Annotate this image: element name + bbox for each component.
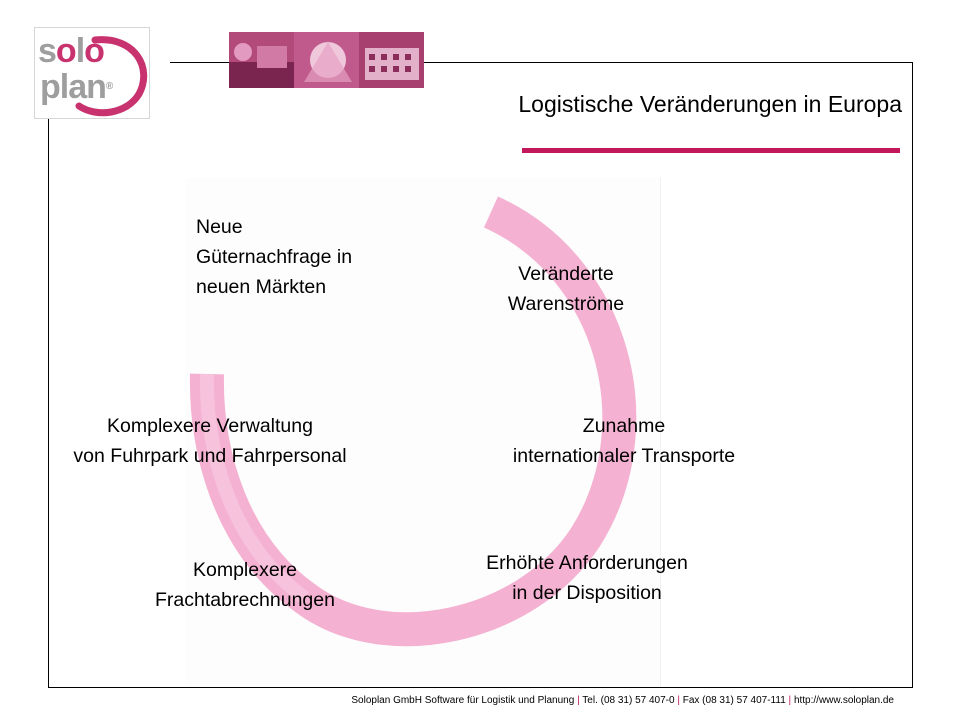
footer-contact: Soloplan GmbH Software für Logistik und …: [351, 695, 894, 706]
title-underline: [522, 148, 900, 153]
logo-swoosh-icon: [75, 36, 148, 117]
slide-title: Logistische Veränderungen in Europa: [518, 91, 902, 117]
item-veraenderte-warenstroeme: Veränderte Warenströme: [507, 263, 625, 315]
logo-word-solo: solo: [38, 32, 105, 70]
item-neue-gueternachfrage: Neue Güternachfrage in neuen Märkten: [196, 216, 353, 298]
slide-frame: [48, 62, 913, 688]
header-photo-abstract: [294, 32, 359, 88]
footer-url-link[interactable]: http://www.soloplan.de: [793, 695, 894, 706]
header-photo-building: [359, 32, 424, 88]
diagram-panel: [185, 178, 661, 686]
item-komplexere-frachtabrechnungen: Komplexere Frachtabrechnungen: [155, 559, 335, 611]
item-komplexere-verwaltung: Komplexere Verwaltung von Fuhrpark und F…: [73, 415, 347, 467]
item-erhoehte-anforderungen: Erhöhte Anforderungen in der Disposition: [486, 552, 688, 604]
item-zunahme-transporte: Zunahme internationaler Transporte: [512, 415, 736, 467]
soloplan-logo: solo plan®: [34, 27, 150, 119]
logo-word-plan: plan®: [40, 68, 113, 106]
slide-frame-top-line: [170, 62, 913, 63]
swirl-arrow-icon: [189, 196, 637, 647]
header-photo-truck: [229, 32, 294, 88]
